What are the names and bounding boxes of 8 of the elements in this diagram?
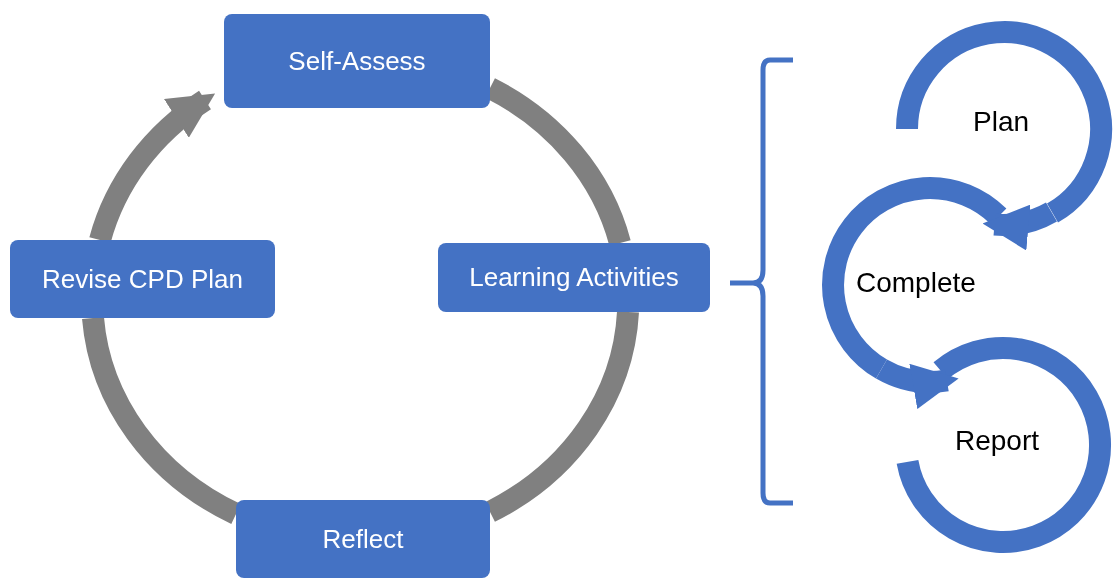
- step-label: Plan: [973, 106, 1030, 138]
- process-box: Self-Assess: [224, 14, 490, 108]
- process-box: Revise CPD Plan: [10, 240, 275, 318]
- process-box: Learning Activities: [438, 243, 710, 312]
- step-label: Complete: [856, 267, 976, 299]
- process-box: Reflect: [236, 500, 490, 578]
- ring-shape: [895, 337, 1111, 553]
- step-label: Report: [955, 425, 1040, 457]
